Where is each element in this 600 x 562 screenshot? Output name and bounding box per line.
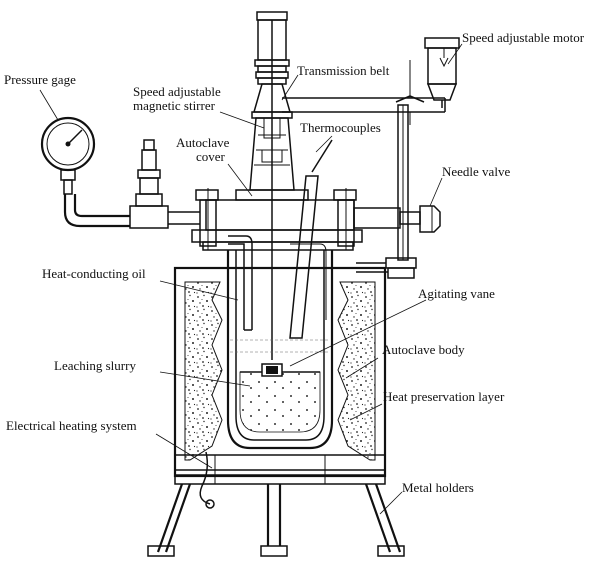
electrical-heater-lead bbox=[199, 451, 215, 509]
pressure-gage bbox=[40, 116, 130, 228]
needle-valve bbox=[353, 205, 441, 233]
agitating-vane bbox=[261, 363, 283, 377]
label-leaching-slurry: Leaching slurry bbox=[54, 358, 136, 373]
label-heat-conducting-oil: Heat-conducting oil bbox=[42, 266, 146, 281]
label-electrical-heating-system: Electrical heating system bbox=[6, 418, 137, 433]
left-valve bbox=[129, 139, 200, 229]
label-speed-adjustable-motor: Speed adjustable motor bbox=[462, 30, 585, 45]
label-autoclave-cover-line2: cover bbox=[196, 149, 226, 164]
label-agitating-vane: Agitating vane bbox=[418, 286, 495, 301]
speed-adjustable-motor bbox=[424, 37, 460, 108]
autoclave-cover bbox=[191, 188, 363, 251]
right-support-column bbox=[356, 95, 425, 279]
label-needle-valve: Needle valve bbox=[442, 164, 510, 179]
label-autoclave-cover-line1: Autoclave bbox=[176, 135, 230, 150]
thermocouple-rod bbox=[289, 139, 333, 339]
transmission-belt bbox=[282, 60, 446, 125]
magnetic-stirrer-stack bbox=[249, 11, 295, 360]
labels: Speed adjustable motor Transmission belt… bbox=[4, 30, 585, 495]
label-magnetic-stirrer-line1: Speed adjustable bbox=[133, 84, 221, 99]
label-magnetic-stirrer-line2: magnetic stirrer bbox=[133, 98, 216, 113]
label-pressure-gage: Pressure gage bbox=[4, 72, 76, 87]
label-metal-holders: Metal holders bbox=[402, 480, 474, 495]
inner-vessel bbox=[226, 250, 334, 450]
label-heat-preservation-layer: Heat preservation layer bbox=[383, 389, 505, 404]
label-transmission-belt: Transmission belt bbox=[297, 63, 390, 78]
inlet-pipes bbox=[228, 235, 327, 331]
metal-holders bbox=[147, 483, 405, 557]
label-thermocouples: Thermocouples bbox=[300, 120, 381, 135]
leader-lines bbox=[39, 43, 463, 515]
label-autoclave-body: Autoclave body bbox=[382, 342, 465, 357]
